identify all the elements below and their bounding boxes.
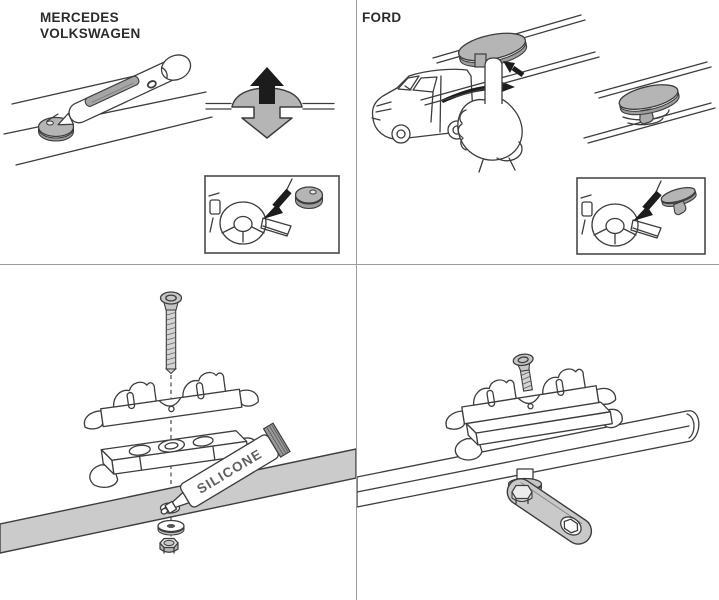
clamp-bracket [83,371,259,430]
hand-pressing-plug [420,14,600,173]
assembled-foot [445,353,623,461]
plug-stem [474,53,487,68]
panel-bottom-right [357,353,700,545]
panel-title-ford: FORD [362,10,402,25]
vertical-divider [355,0,358,600]
roof-surface-lines [3,72,213,166]
fist-sketch [457,57,523,173]
title-line-volkswagen: VOLKSWAGEN [40,26,141,41]
hex-nut [159,537,179,554]
hex-nut [511,484,533,505]
arrow-to-glovebox-icon [633,190,662,221]
washer [157,519,185,536]
plug-disc [618,84,680,116]
panel-title-mercedes-volkswagen: MERCEDES VOLKSWAGEN [40,10,141,42]
title-line-mercedes: MERCEDES [40,10,119,25]
up-arrow-icon [250,67,284,104]
dashboard-sketch [208,178,293,245]
panel-top-left [3,54,340,254]
glovebox-inset-mercedes-vw [204,175,340,254]
fixing-screw [159,291,183,375]
cover-pull-up-diagram [205,67,335,139]
silicone-tube: SILICONE [160,422,291,515]
glovebox-inset-ford [576,177,706,255]
panel-bottom-left: SILICONE [0,291,356,554]
arrow-to-glovebox-icon [263,188,292,219]
round-cover-plug-icon [294,186,324,210]
disc-plug-icon [660,186,697,216]
plug-installed-on-roof [583,61,716,144]
panel-top-right [371,14,716,255]
van-illustration [371,68,474,144]
roof-rail-bar [357,410,700,508]
press-arrow-icon [503,61,525,78]
short-screw [512,353,534,392]
horizontal-divider [0,263,719,266]
cover-removal-tool [46,54,192,126]
gray-plug-down-shape [231,87,303,139]
